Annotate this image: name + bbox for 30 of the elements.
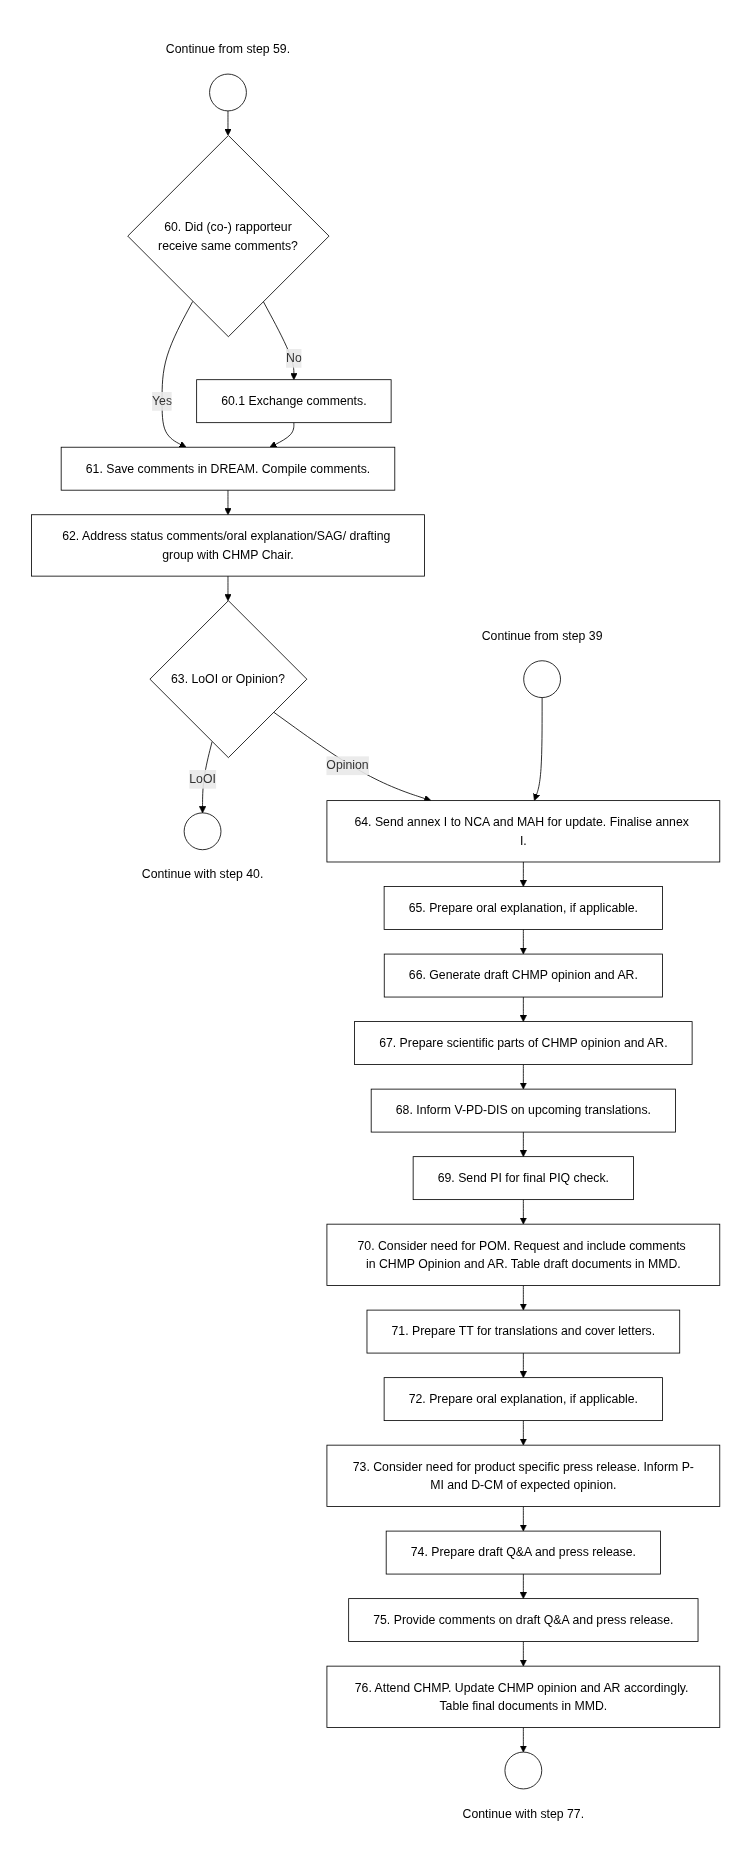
node-box: 60.1 Exchange comments.: [196, 379, 392, 424]
node-box: 62. Address status comments/oral explanation/SAG/ drafting group with CHMP Chair.: [30, 514, 425, 577]
node-box: 70. Consider need for POM. Request and include comments in CHMP Opinion and AR. Table draft documents in MMD.: [326, 1223, 720, 1286]
node-label: Continue from step 59.: [165, 41, 290, 56]
node-box: 66. Generate draft CHMP opinion and AR.: [383, 953, 663, 998]
edge-label: No: [285, 350, 302, 365]
node-box: 64. Send annex I to NCA and MAH for update. Finalise annex I.: [326, 800, 720, 863]
node-box: 71. Prepare TT for translations and cover letters.: [366, 1309, 680, 1354]
node-box: 72. Prepare oral explanation, if applicable.: [383, 1377, 663, 1421]
node-circle: [523, 660, 561, 698]
node-diamond: 60. Did (co-) rapporteur receive same comments?: [127, 135, 330, 338]
node-box: 76. Attend CHMP. Update CHMP opinion and AR accordingly. Table final documents in MMD.: [326, 1665, 720, 1728]
node-box: 68. Inform V-PD-DIS on upcoming translations.: [370, 1088, 676, 1133]
node-box: 61. Save comments in DREAM. Compile comments.: [60, 446, 396, 491]
node-label: Continue with step 40.: [141, 866, 264, 881]
node-box: 65. Prepare oral explanation, if applicable.: [383, 886, 663, 930]
node-label: Continue from step 39: [481, 628, 603, 643]
edge-label: LoOI: [189, 771, 216, 786]
node-label: Continue with step 77.: [462, 1806, 584, 1821]
node-box: 69. Send PI for final PIQ check.: [412, 1156, 634, 1200]
edge-label: Yes: [151, 393, 172, 408]
node-box: 73. Consider need for product specific press release. Inform P-MI and D-CM of expected opinion.: [326, 1444, 720, 1507]
node-diamond: 63. LoOI or Opinion?: [149, 600, 308, 759]
node-circle: [209, 73, 247, 112]
node-box: 74. Prepare draft Q&A and press release.: [385, 1530, 661, 1575]
node-box: 67. Prepare scientific parts of CHMP opinion and AR.: [354, 1021, 693, 1065]
node-circle: [183, 812, 222, 851]
edge-label: Opinion: [326, 757, 369, 772]
node-circle: [504, 1751, 542, 1790]
node-box: 75. Provide comments on draft Q&A and press release.: [348, 1598, 699, 1642]
